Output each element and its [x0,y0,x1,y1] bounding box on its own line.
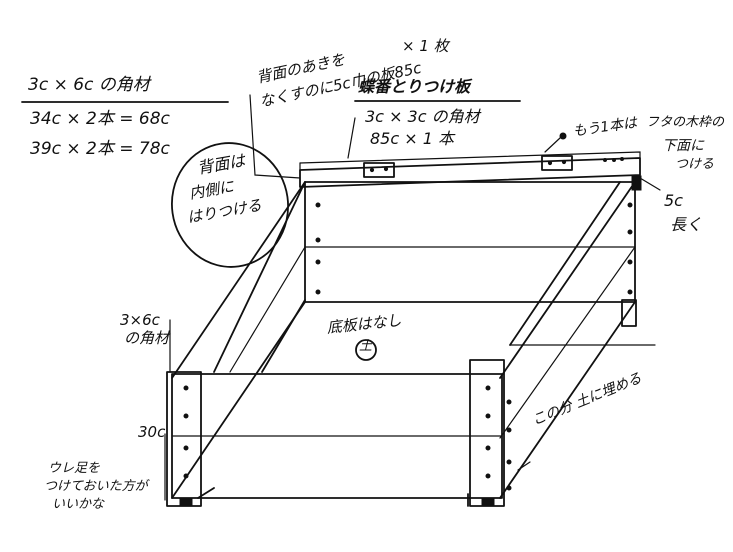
circle-note [171,142,289,268]
bury-leader [517,461,531,471]
five-c-long-label: 長く [670,215,703,234]
soil-label: 土 [359,339,373,354]
back-board-leader [249,94,301,179]
corner-post-line-1: 3×6c [120,311,160,329]
spare-line-3: 下面に [662,138,704,154]
feet-line-3: いいかな [52,497,105,512]
five-c-label: 5c [664,191,683,210]
back-wall [304,181,636,303]
soil-circle [355,339,377,361]
hinge-line-2: 85c × 1 本 [370,129,455,148]
right-wall [499,181,637,499]
lumber-line-1: 34c × 2本 = 68c [30,109,170,129]
lumber-title: 3c × 6c の角材 [28,75,150,95]
hinge-line-1: 3c × 3c の角材 [365,107,480,126]
spare-line-4: つける [675,157,715,172]
left-wall [171,181,306,499]
hinge-title: 蝶番とりつけ板 [358,77,471,96]
spare-marker [559,132,567,140]
hinge-leader [347,117,356,159]
back-board-line-3: × 1 枚 [402,37,449,55]
spare-leader [544,137,561,153]
spare-line-2: フタの木枠の [646,115,725,130]
height-label: 30c [138,423,166,441]
feet-line-2: つけておいた方が [44,479,148,494]
corner-post-line-2: の角材 [124,329,170,347]
hinge-board [299,151,642,191]
feet-line-1: ウレ足を [48,461,101,476]
five-c-leader [639,177,661,191]
lumber-line-2: 39c × 2本 = 78c [30,139,170,159]
front-wall [166,359,505,507]
